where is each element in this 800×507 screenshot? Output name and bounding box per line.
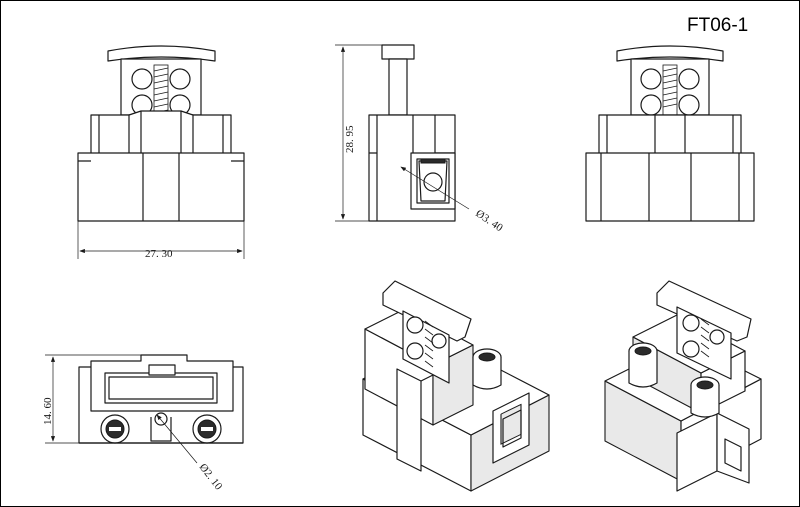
side-view: 28. 95 Ø3. 40 xyxy=(335,44,505,235)
rear-view xyxy=(585,45,755,222)
iso-view-right xyxy=(604,280,762,492)
iso-view-left xyxy=(362,280,550,492)
screw-hole-diameter: Ø3. 40 xyxy=(473,208,505,235)
bottom-view: 14. 60 Ø2. 10 xyxy=(42,354,244,493)
height-dimension: 28. 95 xyxy=(344,125,356,153)
model-code: FT06-1 xyxy=(687,15,749,36)
mount-hole-diameter: Ø2. 10 xyxy=(197,461,225,492)
depth-dimension: 14. 60 xyxy=(42,397,54,425)
front-view: 27. 30 xyxy=(77,45,245,260)
width-dimension: 27. 30 xyxy=(145,248,173,260)
